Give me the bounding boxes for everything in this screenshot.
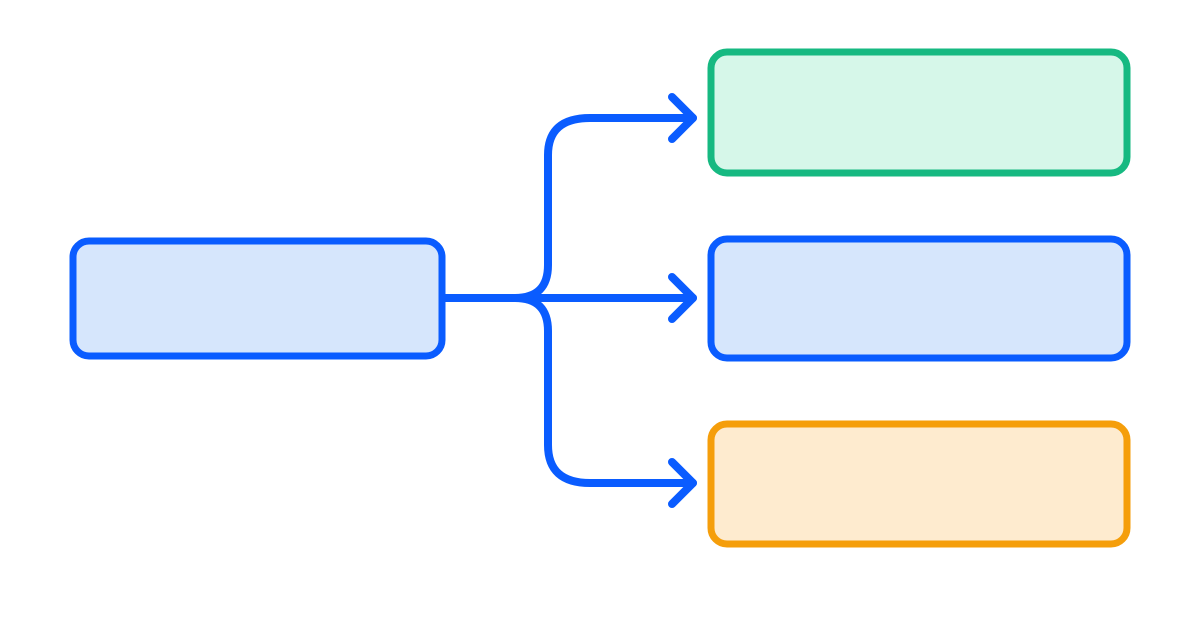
target-node-top (707, 48, 1131, 177)
target-node-middle (707, 235, 1131, 362)
arrowhead-bottom (668, 458, 697, 508)
arrowhead-middle (668, 273, 697, 323)
target-node-bottom (707, 420, 1131, 548)
connector-to-top (511, 114, 697, 302)
connector-group (440, 93, 697, 508)
source-node (69, 237, 446, 360)
connector-to-bottom (511, 294, 697, 487)
arrowhead-top (668, 93, 697, 143)
